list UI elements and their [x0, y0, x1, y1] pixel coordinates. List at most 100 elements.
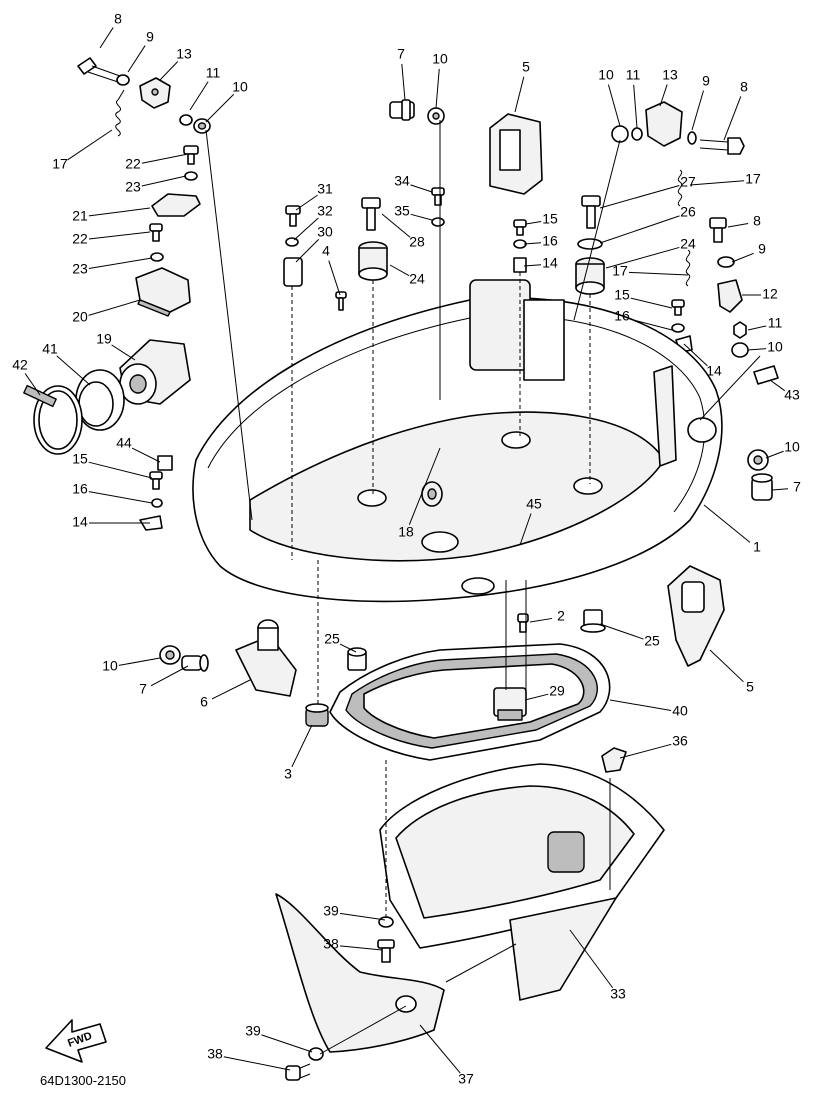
callout-label-c8a: 8 — [114, 11, 122, 27]
pin-7-top — [389, 99, 415, 121]
spring-17-right-top — [677, 169, 683, 207]
callout-label-c3: 3 — [284, 766, 292, 782]
callout-label-c14b: 14 — [542, 255, 558, 271]
washer-11-left — [179, 114, 193, 126]
washer-11-right — [631, 127, 643, 141]
callout-leader-c17b — [689, 180, 745, 186]
callout-leader-c10f — [118, 657, 161, 666]
side-cover-37 — [275, 893, 445, 1053]
grommet-19 — [119, 339, 191, 405]
nut-11-right — [733, 321, 747, 339]
callout-label-c10e: 10 — [784, 439, 800, 455]
bolt-22-lower — [149, 223, 163, 242]
callout-label-c11b: 11 — [626, 67, 641, 83]
callout-leader-c34 — [410, 184, 433, 193]
bolt-8-right — [699, 137, 745, 155]
callout-label-c9c: 9 — [758, 241, 766, 257]
bolt-8-left — [77, 57, 121, 83]
callout-label-c32: 32 — [317, 203, 333, 219]
callout-label-c15a: 15 — [72, 451, 88, 467]
clamp-18 — [421, 481, 443, 507]
part-36 — [601, 747, 627, 773]
callout-label-c39b: 39 — [245, 1023, 261, 1039]
callout-label-c2: 2 — [557, 608, 565, 624]
callout-leader-c39b — [261, 1034, 313, 1053]
callout-leader-c39a — [339, 912, 386, 921]
callout-label-c44: 44 — [116, 435, 132, 451]
assembly-lines — [205, 120, 761, 1055]
callout-label-c8c: 8 — [753, 213, 761, 229]
callout-leader-c44 — [131, 447, 161, 463]
callout-leader-c10e — [765, 450, 784, 459]
callout-label-c5b: 5 — [746, 679, 754, 695]
mount-24-right — [575, 257, 605, 295]
callout-label-c4: 4 — [322, 243, 330, 259]
callout-leader-c16c — [630, 318, 673, 331]
washer-9-right-mid — [717, 256, 735, 268]
grommet-3 — [305, 703, 329, 727]
callout-leader-c21 — [88, 207, 151, 217]
callout-label-c25a: 25 — [324, 631, 340, 647]
clip-14-centre — [513, 257, 527, 273]
callout-leader-c33 — [569, 929, 614, 989]
callout-label-c43: 43 — [784, 387, 800, 403]
diagram-code: 64D1300-2150 — [40, 1073, 126, 1088]
callout-leader-c9a — [127, 45, 146, 73]
callout-label-c10a: 10 — [232, 79, 248, 95]
callout-leader-c22b — [88, 231, 151, 240]
callout-leader-c5b — [709, 649, 744, 683]
bolt-27 — [581, 195, 601, 229]
bushing-10-left — [193, 118, 211, 134]
callout-leader-c28 — [381, 213, 411, 238]
callout-label-c10f: 10 — [102, 658, 118, 674]
band-42 — [23, 384, 83, 455]
screw-34 — [431, 187, 445, 206]
callout-label-c26: 26 — [680, 204, 696, 220]
lever-12 — [717, 279, 743, 313]
callout-leader-c35 — [410, 213, 433, 221]
spring-17-right-mid — [685, 249, 691, 287]
callout-leader-c8c — [727, 223, 749, 228]
grommet-25-left — [347, 647, 367, 671]
callout-label-c11c: 11 — [768, 315, 783, 331]
callout-label-c14c: 14 — [706, 363, 722, 379]
bolt-8-right-mid — [709, 217, 727, 243]
callout-label-c16a: 16 — [72, 481, 88, 497]
callout-leader-c7c — [150, 665, 189, 687]
screw-15-centre — [513, 219, 527, 236]
screw-15-left — [149, 471, 163, 490]
callout-label-c36: 36 — [672, 733, 688, 749]
callout-label-c15c: 15 — [614, 287, 630, 303]
callout-leader-c17a — [67, 129, 113, 161]
callout-label-c11a: 11 — [206, 65, 221, 81]
callout-leader-c29 — [524, 693, 549, 701]
pin-7-right — [751, 473, 773, 501]
callout-leader-c3 — [291, 724, 313, 768]
cover-6 — [235, 619, 297, 697]
fwd-arrow: FWD — [45, 1019, 107, 1063]
spring-17-left — [115, 89, 125, 137]
washer-9-right — [687, 131, 697, 145]
callout-label-c10c: 10 — [598, 67, 614, 83]
bracket-5-bottom — [667, 565, 725, 667]
callout-leader-c11a — [189, 81, 209, 111]
callout-label-c25b: 25 — [644, 633, 660, 649]
callout-leader-c24a — [389, 264, 410, 277]
callout-label-c13a: 13 — [176, 46, 192, 62]
label-44 — [157, 455, 173, 471]
plate-21 — [151, 193, 201, 217]
washer-16-left — [151, 498, 163, 508]
callout-label-c27: 27 — [680, 174, 696, 190]
callout-label-c17c: 17 — [612, 263, 628, 279]
callout-leader-c7a — [401, 63, 406, 101]
callout-label-c45: 45 — [526, 496, 542, 512]
callout-leaders — [24, 27, 789, 1074]
callout-label-c21: 21 — [72, 208, 88, 224]
callout-label-c24a: 24 — [409, 271, 425, 287]
screw-15-right — [671, 299, 685, 316]
bushing-10-lower-left — [159, 645, 181, 665]
callout-label-c38a: 38 — [323, 936, 339, 952]
